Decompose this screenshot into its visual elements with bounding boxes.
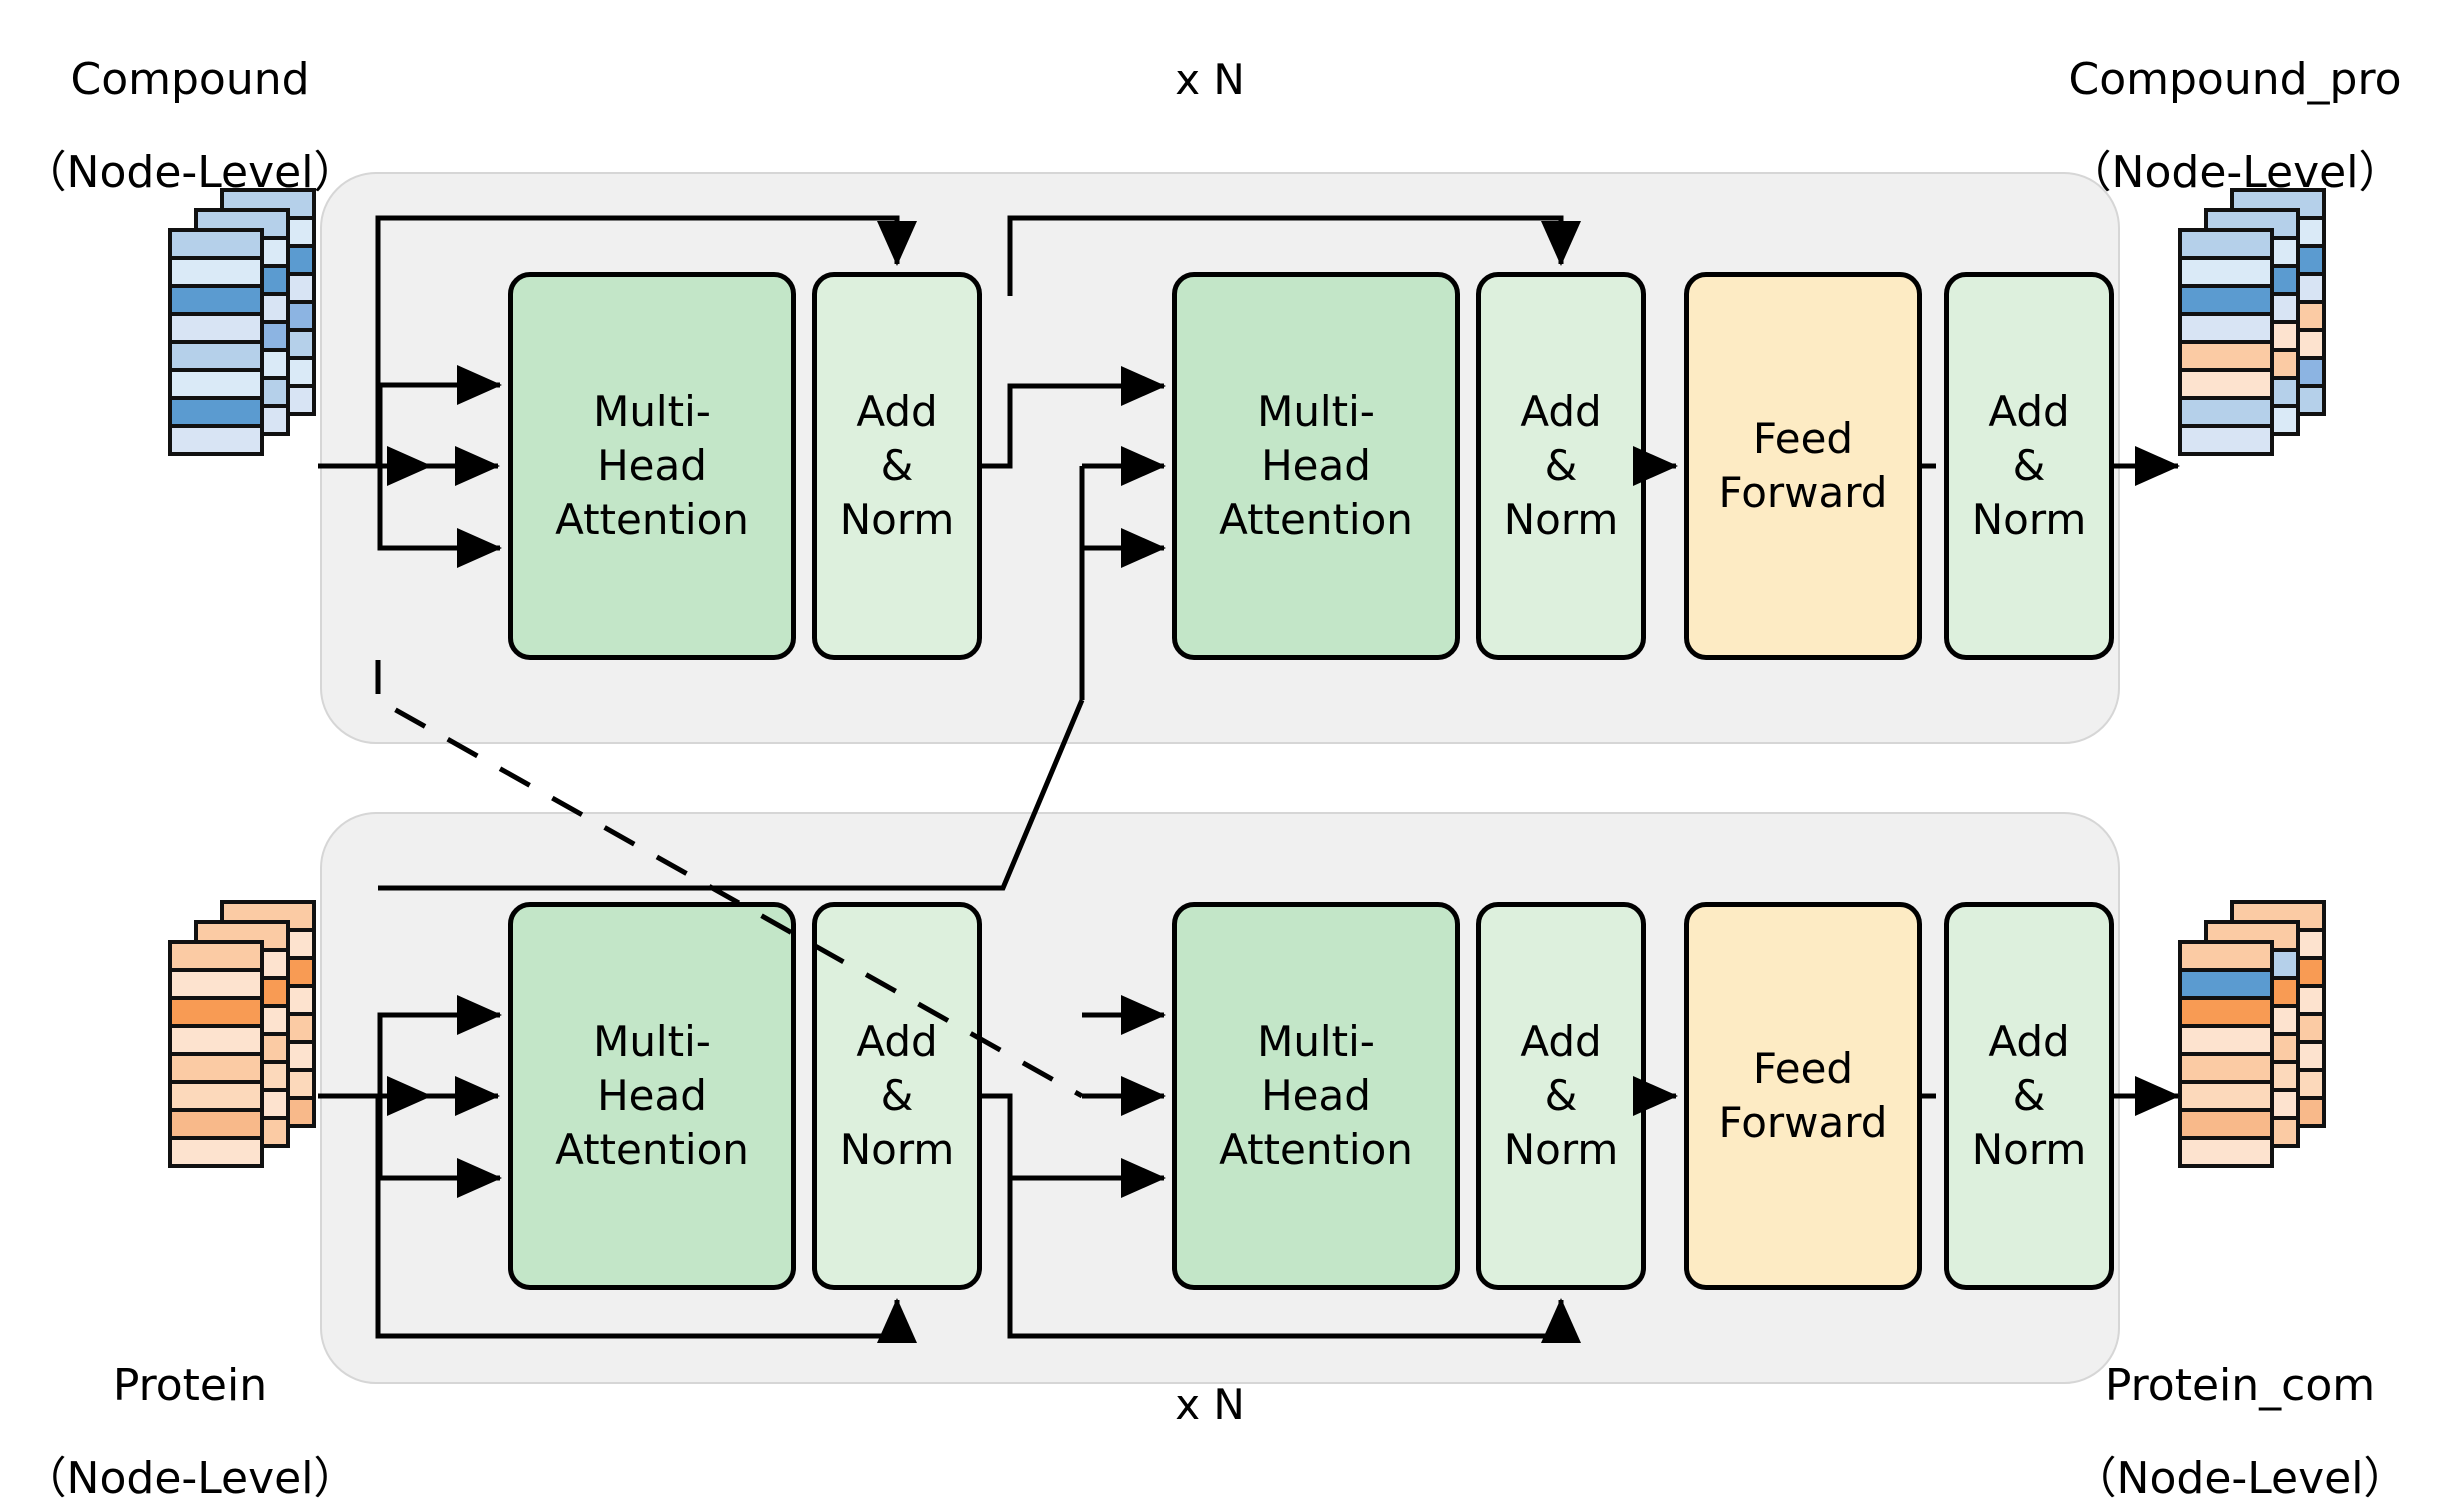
heatmap-protein-output-cell [2178,968,2274,1000]
label-protein-output-line2: （Node-Level） [2072,1452,2408,1504]
heatmap-protein-input-column-0 [168,940,264,1168]
label-protein-input-line1: Protein [112,1360,268,1412]
heatmap-protein-output-cell [2178,1052,2274,1084]
bottom-addnorm-1-label: Add & Norm [839,1017,955,1174]
label-compound-input: Compound （Node-Level） [10,14,370,238]
top-mha-2[interactable]: Multi- Head Attention [1172,272,1460,660]
top-addnorm-3-label: Add & Norm [1971,387,2087,544]
label-protein-output: Protein_com （Node-Level） [2030,1320,2450,1506]
label-protein-input: Protein （Node-Level） [10,1320,370,1506]
heatmap-compound-input-column-0 [168,228,264,456]
top-mha-2-label: Multi- Head Attention [1219,387,1413,544]
heatmap-compound-input-cell [168,424,264,456]
heatmap-compound-output-cell [2178,424,2274,456]
top-feedforward-label: Feed Forward [1718,414,1888,517]
repeat-count-bottom: x N [1175,1380,1245,1429]
heatmap-compound-output [2178,188,2328,458]
bottom-feedforward-label: Feed Forward [1718,1044,1888,1147]
label-protein-output-line1: Protein_com [2104,1360,2376,1412]
bottom-mha-2[interactable]: Multi- Head Attention [1172,902,1460,1290]
top-addnorm-3[interactable]: Add & Norm [1944,272,2114,660]
bottom-mha-1[interactable]: Multi- Head Attention [508,902,796,1290]
heatmap-protein-input [168,900,318,1170]
heatmap-compound-input-cell [168,228,264,260]
label-compound-input-line1: Compound [70,54,310,106]
bottom-mha-1-label: Multi- Head Attention [555,1017,749,1174]
top-addnorm-1[interactable]: Add & Norm [812,272,982,660]
top-feedforward[interactable]: Feed Forward [1684,272,1922,660]
heatmap-compound-output-column-0 [2178,228,2274,456]
bottom-addnorm-3[interactable]: Add & Norm [1944,902,2114,1290]
top-mha-1-label: Multi- Head Attention [555,387,749,544]
bottom-addnorm-2-label: Add & Norm [1503,1017,1619,1174]
top-addnorm-2-label: Add & Norm [1503,387,1619,544]
heatmap-compound-output-cell [2178,368,2274,400]
heatmap-protein-output-cell [2178,1136,2274,1168]
label-compound-output: Compound_pro （Node-Level） [2020,14,2450,238]
bottom-addnorm-3-label: Add & Norm [1971,1017,2087,1174]
heatmap-protein-output [2178,900,2328,1170]
heatmap-protein-input-cell [168,1136,264,1168]
bottom-feedforward[interactable]: Feed Forward [1684,902,1922,1290]
top-addnorm-2[interactable]: Add & Norm [1476,272,1646,660]
label-protein-input-line2: （Node-Level） [22,1452,358,1504]
heatmap-compound-input [168,188,318,458]
heatmap-compound-output-cell [2178,396,2274,428]
heatmap-protein-output-column-0 [2178,940,2274,1168]
bottom-addnorm-1[interactable]: Add & Norm [812,902,982,1290]
bottom-mha-2-label: Multi- Head Attention [1219,1017,1413,1174]
repeat-count-top: x N [1175,55,1245,104]
label-compound-output-line1: Compound_pro [2068,54,2402,106]
bottom-addnorm-2[interactable]: Add & Norm [1476,902,1646,1290]
top-mha-1[interactable]: Multi- Head Attention [508,272,796,660]
top-addnorm-1-label: Add & Norm [839,387,955,544]
